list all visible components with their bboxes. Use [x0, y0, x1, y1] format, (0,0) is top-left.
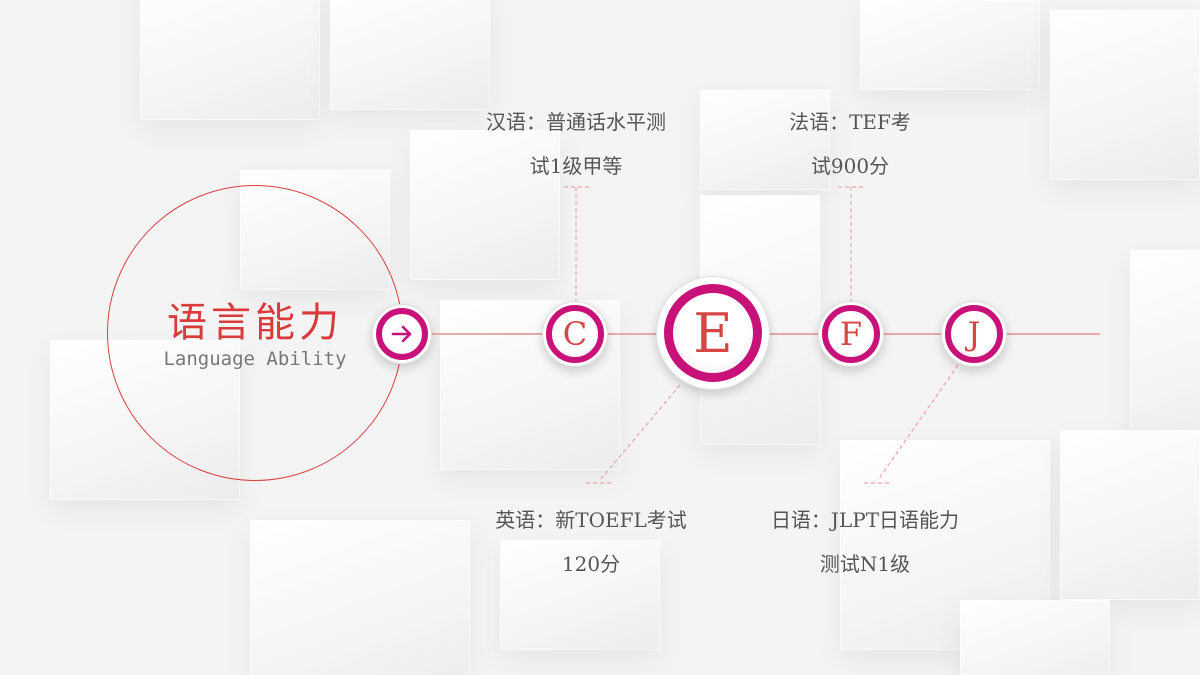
title-chinese: 语言能力	[167, 300, 343, 346]
node-j[interactable]: J	[941, 301, 1007, 367]
node-e[interactable]: E	[656, 276, 770, 390]
node-c[interactable]: C	[542, 301, 608, 367]
label-chinese-line2: 试1级甲等	[529, 154, 623, 178]
node-j-letter: J	[967, 315, 981, 353]
node-e-letter: E	[693, 301, 733, 365]
label-french: 法语：TEF考 试900分	[760, 100, 940, 188]
node-c-letter: C	[562, 315, 588, 353]
label-english-line1: 英语：新TOEFL考试	[495, 508, 687, 532]
label-japanese-line2: 测试N1级	[819, 552, 911, 576]
label-english: 英语：新TOEFL考试 120分	[476, 498, 706, 586]
node-f-letter: F	[839, 315, 863, 353]
label-french-line1: 法语：TEF考	[789, 110, 911, 134]
title-english: Language Ability	[163, 348, 347, 370]
label-chinese-line1: 汉语：普通话水平测	[486, 110, 666, 134]
label-japanese-line1: 日语：JLPT日语能力	[770, 508, 960, 532]
arrow-button[interactable]	[372, 304, 432, 364]
label-english-line2: 120分	[561, 552, 621, 576]
arrow-right-icon	[391, 325, 412, 343]
label-french-line2: 试900分	[810, 154, 890, 178]
label-chinese: 汉语：普通话水平测 试1级甲等	[456, 100, 696, 188]
label-japanese: 日语：JLPT日语能力 测试N1级	[740, 498, 990, 586]
node-f[interactable]: F	[818, 301, 884, 367]
